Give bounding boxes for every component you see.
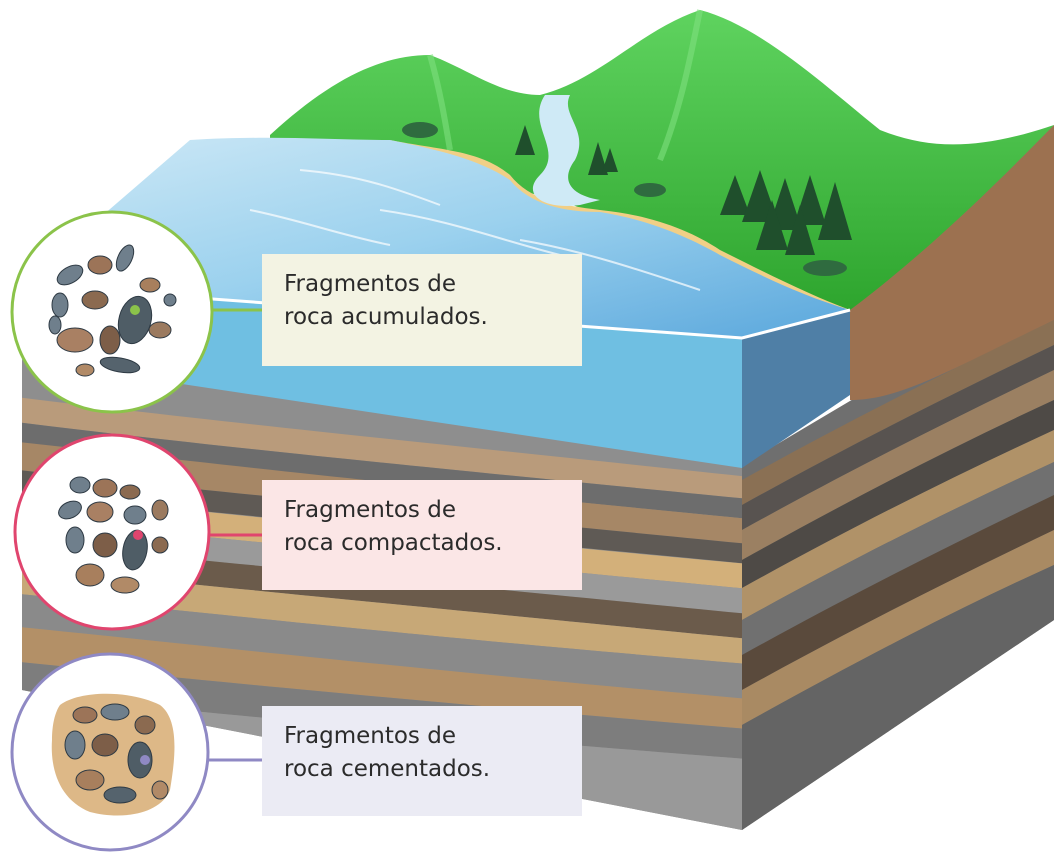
- label-cemented-line2: roca cementados.: [284, 756, 491, 783]
- circle-accumulated: [10, 210, 214, 414]
- connector-dot-3: [140, 755, 150, 765]
- circle-compacted: [13, 433, 211, 631]
- label-accumulated-line2: roca acumulados.: [284, 304, 488, 331]
- label-accumulated: Fragmentos de roca acumulados.: [262, 254, 582, 366]
- callout-cemented: [10, 652, 262, 852]
- water-ripples: [249, 169, 701, 291]
- river: [532, 95, 600, 206]
- callout-accumulated: [10, 210, 262, 414]
- small-trees: [515, 125, 618, 175]
- forest: [720, 170, 852, 255]
- water-surface: [22, 137, 850, 338]
- label-compacted-line1: Fragmentos de: [284, 497, 456, 523]
- label-cemented: Fragmentos de roca cementados.: [262, 706, 582, 816]
- rock-fragments-compacted: [58, 476, 169, 594]
- rock-fragments-cemented: [64, 703, 169, 804]
- hillside-dirt: [850, 125, 1054, 400]
- callout-compacted: [13, 433, 262, 631]
- connector-dot-1: [130, 305, 140, 315]
- label-compacted-line2: roca compactados.: [284, 530, 503, 557]
- label-cemented-line1: Fragmentos de: [284, 723, 456, 749]
- bushes: [402, 122, 847, 276]
- water-side: [742, 310, 850, 468]
- label-accumulated-line1: Fragmentos de: [284, 271, 456, 297]
- rock-fragments-loose: [48, 244, 177, 377]
- connector-dot-2: [133, 530, 143, 540]
- mountain-ridge-light: [427, 9, 703, 162]
- label-compacted: Fragmentos de roca compactados.: [262, 480, 582, 590]
